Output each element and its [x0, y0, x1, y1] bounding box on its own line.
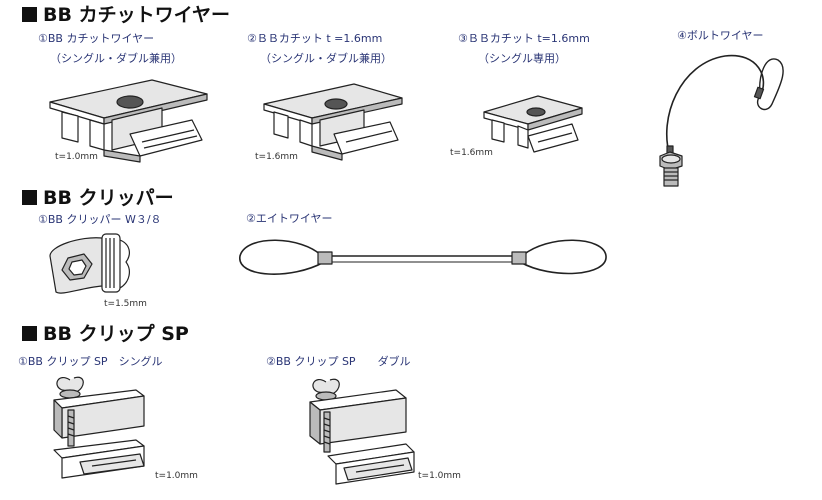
- clipper-w38-thickness: t=1.5mm: [104, 299, 147, 309]
- section-title-kachit-text: BB カチットワイヤー: [43, 4, 231, 26]
- kachit-16-dual-thickness: t=1.6mm: [255, 152, 298, 162]
- bolt-wire-label: ④ボルトワイヤー: [677, 29, 764, 42]
- section-title-clipper: BB クリッパー: [22, 183, 174, 210]
- kachit-small-bracket-icon: [483, 95, 583, 153]
- kachit-wire-sublabel: （シングル・ダブル兼用）: [50, 52, 182, 65]
- kachit-wire-thickness: t=1.0mm: [55, 152, 98, 162]
- kachit-bracket-icon: [263, 83, 403, 161]
- square-bullet-icon: [22, 326, 37, 341]
- clip-sp-double-thickness: t=1.0mm: [418, 471, 461, 481]
- section-title-kachit: BB カチットワイヤー: [22, 0, 230, 27]
- kachit-wire-label: ①BB カチットワイヤー: [38, 32, 155, 45]
- clip-sp-single-label: ①BB クリップ SP シングル: [18, 355, 163, 368]
- kachit-16-single-sublabel: （シングル専用）: [478, 52, 566, 65]
- kachit-16-dual-label: ②ＢＢカチット t =1.6mm: [247, 32, 383, 45]
- clip-sp-single-icon: [53, 376, 145, 479]
- square-bullet-icon: [22, 190, 37, 205]
- bolt-wire-icon: [659, 54, 784, 187]
- section-title-clipper-text: BB クリッパー: [43, 187, 174, 209]
- clip-sp-double-icon: [309, 378, 415, 485]
- eight-wire-icon: [239, 239, 607, 275]
- kachit-16-dual-sublabel: （シングル・ダブル兼用）: [260, 52, 392, 65]
- clip-sp-double-label: ②BB クリップ SP ダブル: [266, 355, 411, 368]
- clipper-w38-label: ①BB クリッパー W３/８: [38, 213, 162, 226]
- square-bullet-icon: [22, 7, 37, 22]
- kachit-16-single-label: ③ＢＢカチット t=1.6mm: [458, 32, 590, 45]
- section-title-clipsp: BB クリップ SP: [22, 319, 189, 346]
- clip-sp-single-thickness: t=1.0mm: [155, 471, 198, 481]
- eight-wire-label: ②エイトワイヤー: [246, 212, 333, 225]
- kachit-bracket-icon: [49, 79, 208, 163]
- clipper-icon: [49, 233, 130, 294]
- section-title-clipsp-text: BB クリップ SP: [43, 323, 189, 345]
- kachit-16-single-thickness: t=1.6mm: [450, 148, 493, 158]
